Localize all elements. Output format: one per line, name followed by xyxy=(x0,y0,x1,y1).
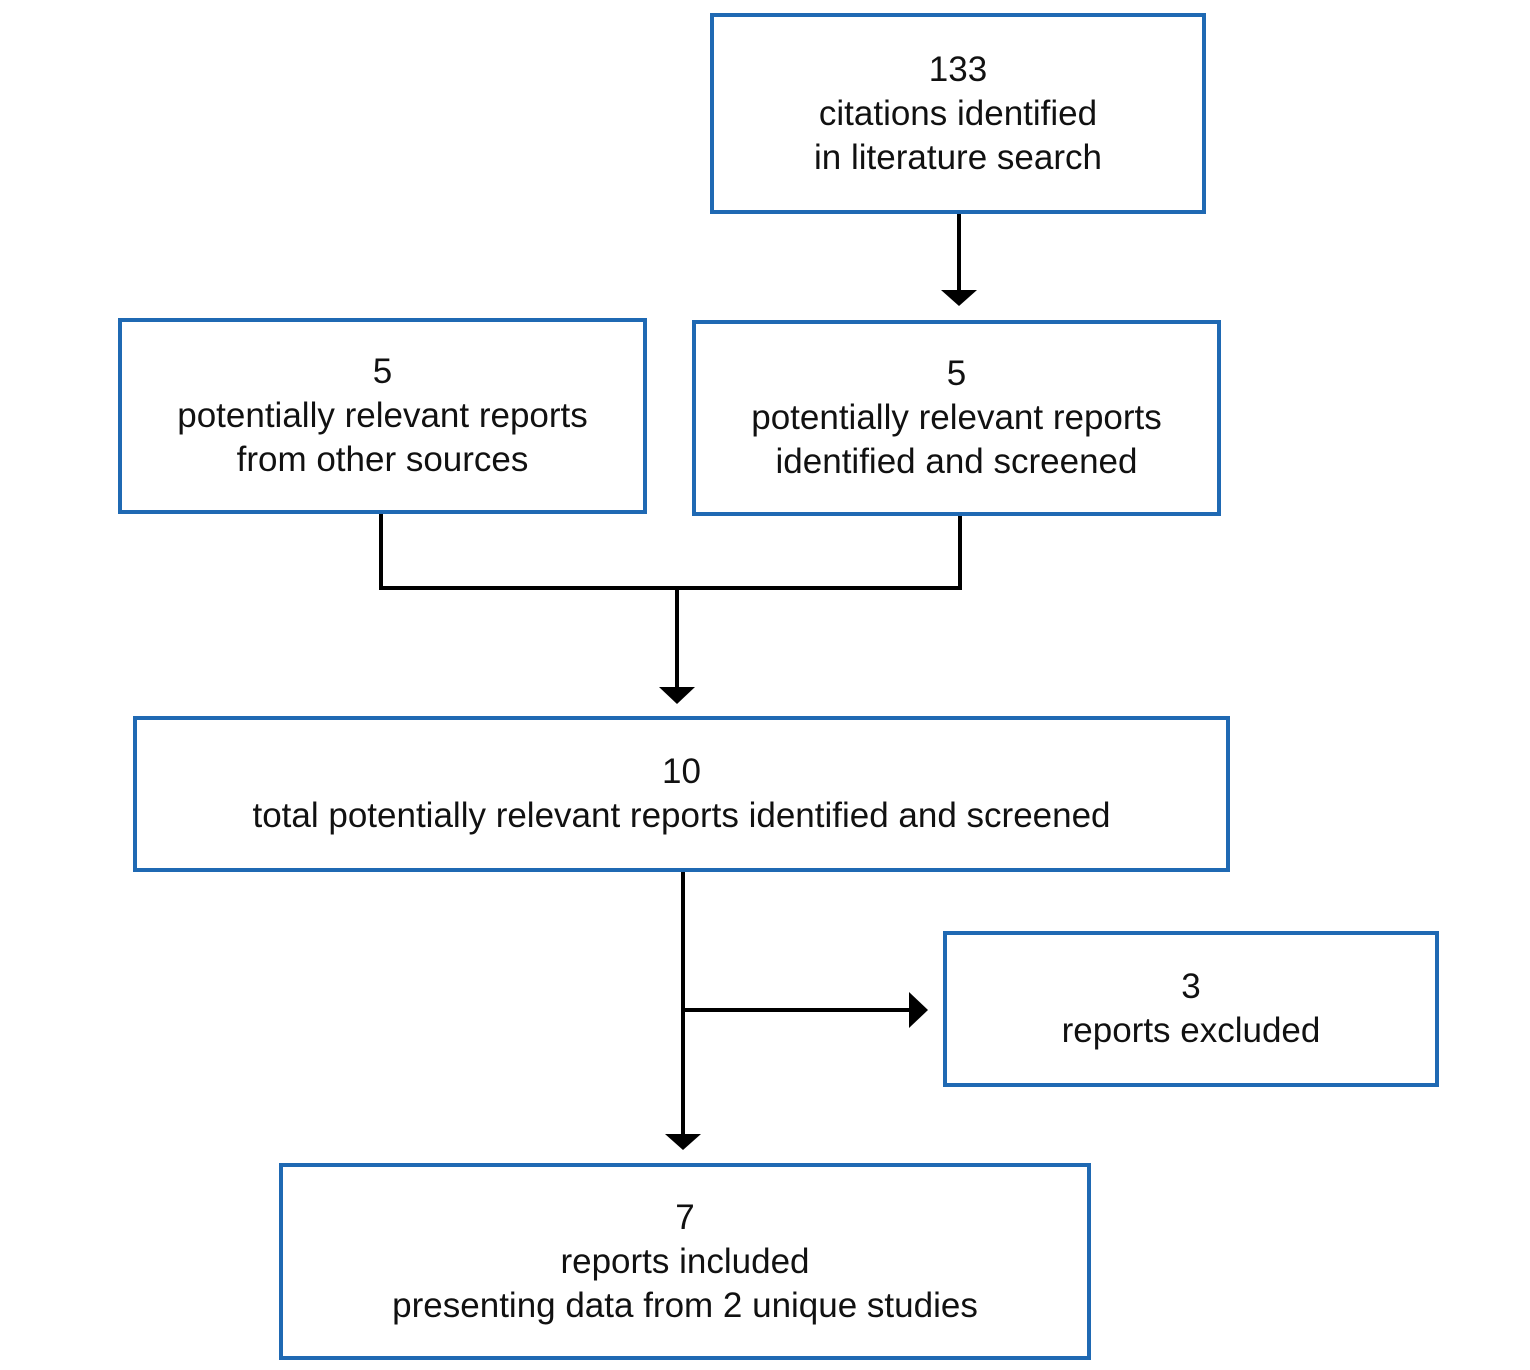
screened-box: 5 potentially relevant reports identifie… xyxy=(692,320,1221,516)
arrowhead-right-icon xyxy=(909,992,928,1028)
excluded-line1: reports excluded xyxy=(1061,1011,1321,1050)
included-box: 7 reports included presenting data from … xyxy=(279,1163,1091,1360)
total-line1: total potentially relevant reports ident… xyxy=(252,796,1111,835)
excluded-box: 3 reports excluded xyxy=(943,931,1439,1087)
included-line2: presenting data from 2 unique studies xyxy=(392,1285,978,1325)
literature-search-line1: citations identified xyxy=(818,93,1098,133)
arrowhead-down-icon xyxy=(941,290,977,306)
included-line1: reports included xyxy=(560,1241,810,1281)
screened-count: 5 xyxy=(946,354,967,393)
literature-search-line2: in literature search xyxy=(814,137,1102,177)
screened-line2: identified and screened xyxy=(775,442,1138,481)
excluded-count: 3 xyxy=(1181,967,1201,1006)
literature-search-box: 133 citations identified in literature s… xyxy=(710,13,1206,214)
other-sources-line2: from other sources xyxy=(236,440,529,479)
arrowhead-down-icon xyxy=(659,687,695,704)
screened-line1: potentially relevant reports xyxy=(751,398,1162,437)
total-screened-box: 10 total potentially relevant reports id… xyxy=(133,716,1230,872)
other-sources-line1: potentially relevant reports xyxy=(177,396,588,435)
included-count: 7 xyxy=(675,1197,695,1237)
other-sources-box: 5 potentially relevant reports from othe… xyxy=(118,318,647,514)
arrowhead-down-icon xyxy=(665,1134,701,1150)
literature-search-count: 133 xyxy=(928,49,988,89)
other-sources-count: 5 xyxy=(372,352,393,391)
connector-merge xyxy=(379,514,962,590)
total-count: 10 xyxy=(662,752,701,791)
